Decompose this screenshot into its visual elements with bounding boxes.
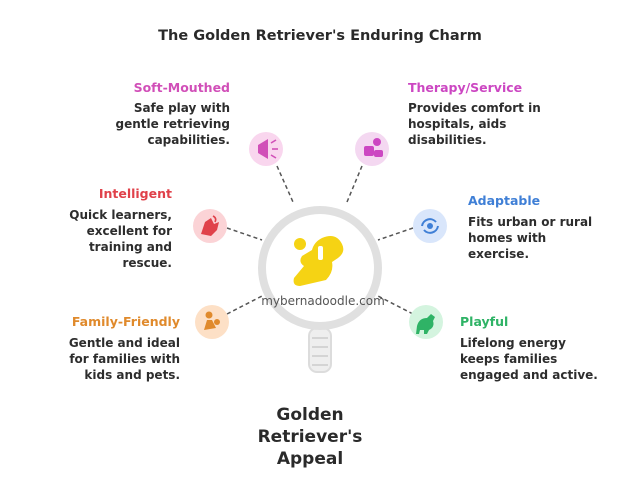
playful-dog-icon — [409, 305, 443, 339]
family-friendly-description: Gentle and ideal for families with kids … — [68, 336, 180, 382]
connectors — [226, 165, 414, 315]
soft-mouthed-heading: Soft-Mouthed — [133, 80, 230, 95]
connector-adaptable — [377, 227, 414, 241]
adaptable-description: Fits urban or rural homes with exercise. — [468, 215, 593, 261]
watermark-text: mybernadoodle.com — [261, 294, 385, 308]
connector-soft-mouthed — [276, 165, 294, 203]
connector-intelligent — [226, 227, 263, 241]
playful-description: Lifelong energy keeps families engaged a… — [460, 336, 598, 382]
center-label: Golden Retriever's Appeal — [257, 405, 363, 469]
golden-dog-icon — [293, 236, 344, 286]
adapt-icon — [413, 209, 447, 243]
therapy-icon — [355, 132, 389, 166]
megaphone-icon — [249, 132, 283, 166]
playful-heading: Playful — [460, 314, 509, 329]
magnifier-icon — [258, 206, 382, 373]
therapy-service-description: Provides comfort in hospitals, aids disa… — [408, 101, 541, 147]
therapy-service-heading: Therapy/Service — [408, 80, 523, 95]
intelligent-heading: Intelligent — [98, 186, 172, 201]
family-icon — [195, 305, 229, 339]
connector-therapy — [346, 165, 363, 203]
adaptable-heading: Adaptable — [468, 193, 541, 208]
soft-mouthed-description: Safe play with gentle retrieving capabil… — [115, 101, 230, 147]
diagram-title: The Golden Retriever's Enduring Charm — [158, 28, 482, 44]
family-friendly-heading: Family-Friendly — [71, 314, 180, 329]
dog-head-icon — [193, 209, 227, 243]
intelligent-description: Quick learners, excellent for training a… — [69, 208, 172, 270]
